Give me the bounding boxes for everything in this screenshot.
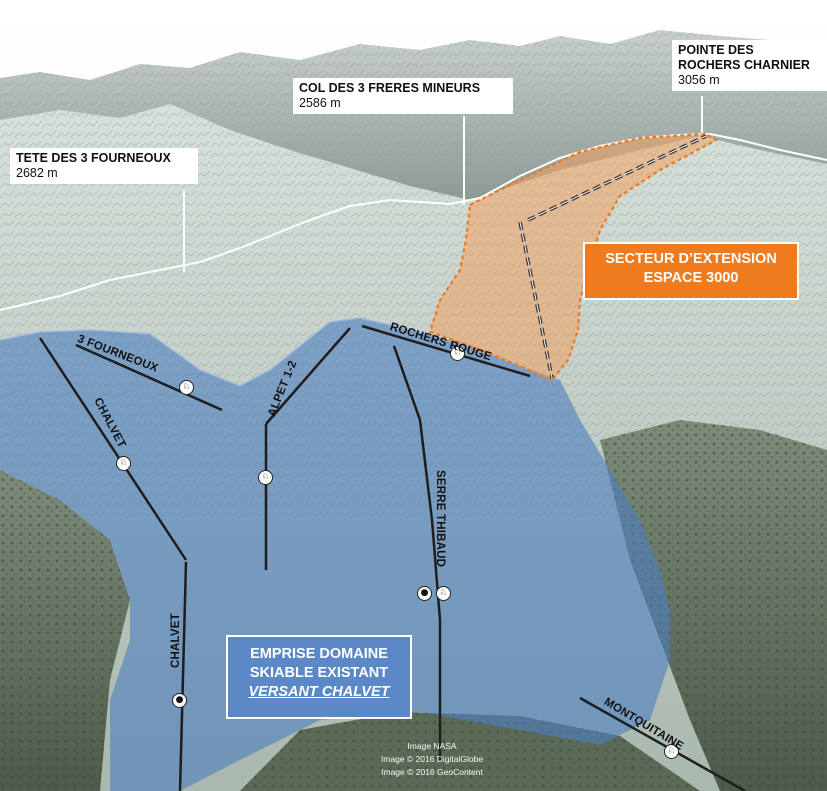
lift-line-montquitaine <box>579 696 746 791</box>
extension-box-line1: SECTEUR D’EXTENSION <box>605 251 777 267</box>
lift-line-alpet-top <box>265 327 351 425</box>
existing-ski-area-box: EMPRISE DOMAINE SKIABLE EXISTANT VERSANT… <box>226 635 412 719</box>
extension-area <box>428 132 719 382</box>
peak-name: COL DES 3 FRERES MINEURS <box>299 81 481 95</box>
chairlift-icon: ♘ <box>116 456 131 471</box>
lift-line-chalvet-lower <box>178 561 188 791</box>
peak-altitude: 3056 m <box>678 73 720 87</box>
gondola-icon: ● <box>417 586 432 601</box>
chairlift-icon: ♘ <box>450 346 465 361</box>
proposed-lift-lower-inner <box>519 221 553 379</box>
peak-name: TETE DES 3 FOURNEOUX <box>16 151 171 165</box>
lift-line-chalvet-upper <box>38 337 188 561</box>
existing-box-line3: VERSANT CHALVET <box>248 683 390 700</box>
proposed-lift-upper-inner <box>527 135 707 221</box>
existing-ski-area <box>0 318 670 791</box>
lift-line-rochers-rouge <box>361 324 531 378</box>
peak-label-tete-des-3-fourneoux: TETE DES 3 FOURNEOUX 2682 m <box>10 148 198 184</box>
chairlift-icon: ♘ <box>179 380 194 395</box>
chairlift-icon: ♘ <box>664 744 679 759</box>
peak-altitude: 2682 m <box>16 166 58 180</box>
chairlift-icon: ♘ <box>258 470 273 485</box>
peak-name: POINTE DES ROCHERS CHARNIER <box>678 43 810 72</box>
existing-area-edge <box>0 317 561 387</box>
lift-label-chalvet-lower: CHALVET <box>170 613 182 668</box>
gondola-icon: ● <box>172 693 187 708</box>
peak-label-pointe-des-rochers-charnier: POINTE DES ROCHERS CHARNIER 3056 m <box>672 40 827 91</box>
chairlift-icon: ♘ <box>436 586 451 601</box>
existing-box-line2: SKIABLE EXISTANT <box>249 664 389 681</box>
existing-box-line1: EMPRISE DOMAINE <box>250 646 388 662</box>
existing-lifts <box>38 324 746 791</box>
credit-line: Image © 2016 GeoContent <box>381 767 483 777</box>
peak-label-col-des-3-freres-mineurs: COL DES 3 FRERES MINEURS 2586 m <box>293 78 513 114</box>
lift-line-serre-thibaud <box>392 345 442 760</box>
credit-line: Image © 2016 DigitalGlobe <box>380 754 484 764</box>
imagery-credits: Image NASA Image © 2016 DigitalGlobe Ima… <box>362 740 502 779</box>
lift-line-fourneoux <box>75 343 223 412</box>
lift-label-serre-thibaud: SERRE THIBAUD <box>434 470 446 568</box>
extension-box-line2: ESPACE 3000 <box>643 269 739 286</box>
peak-altitude: 2586 m <box>299 96 341 110</box>
credit-line: Image NASA <box>407 741 457 751</box>
extension-sector-box: SECTEUR D’EXTENSION ESPACE 3000 <box>583 242 799 300</box>
